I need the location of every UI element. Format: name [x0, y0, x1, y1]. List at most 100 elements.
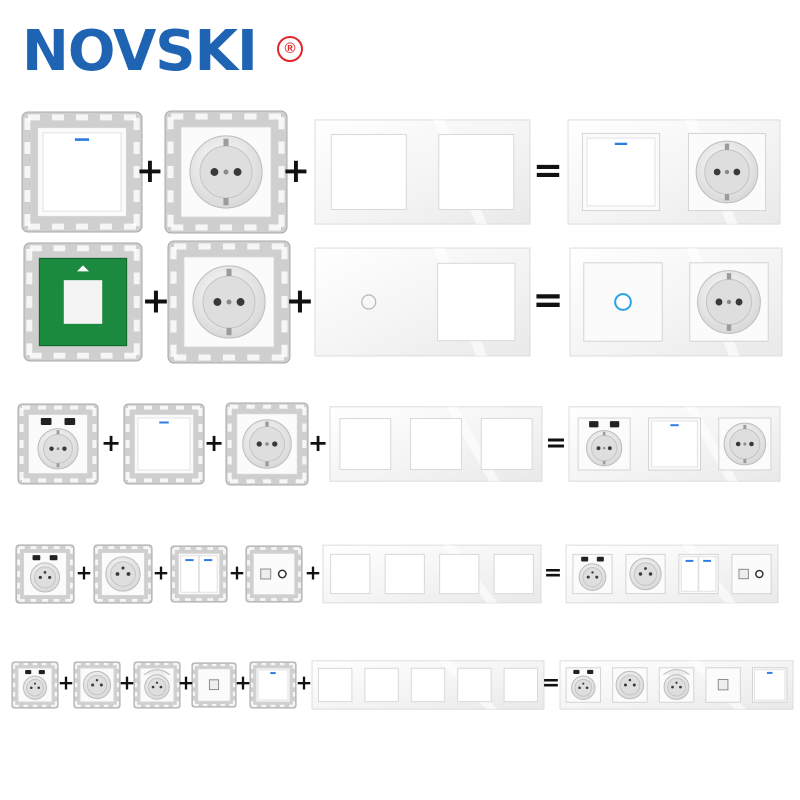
assembled-result [569, 247, 783, 357]
module-schuko-socket-dual-usb [17, 403, 99, 485]
frame-opening [493, 553, 534, 595]
socket-pin-hole [623, 683, 628, 687]
module-french-socket [73, 661, 121, 709]
rocker [42, 132, 122, 212]
frame-opening [410, 418, 462, 470]
frame-opening [457, 667, 492, 703]
socket-pin-hole [159, 685, 163, 689]
earth-pin [591, 571, 594, 574]
rocker [586, 137, 656, 207]
indicator-led-icon [685, 559, 694, 562]
frame-opening [339, 418, 392, 470]
result-module-schuko-socket [689, 262, 769, 342]
indicator-led-icon [703, 559, 712, 562]
combination-row: ++= [21, 110, 781, 234]
earth-clip [602, 431, 606, 436]
earth-clip [223, 138, 229, 146]
socket-pin-hole [733, 168, 741, 176]
registered-mark: ® [277, 36, 303, 62]
usb-port-icon [64, 417, 76, 426]
equals-sign: = [544, 561, 562, 586]
rocker [180, 555, 200, 593]
earth-pin [644, 567, 647, 570]
touch-ring-icon [361, 294, 377, 310]
result-module-french-socket-dual-usb [565, 667, 602, 703]
earth-pin [33, 682, 37, 685]
module-face [731, 553, 772, 595]
earth-pin [628, 678, 632, 682]
glass-frame-2-gang [314, 247, 531, 357]
indicator-led-icon [74, 138, 90, 141]
frame-opening [437, 262, 516, 342]
plus-sign: + [101, 429, 121, 457]
earth-pin [155, 681, 159, 684]
socket-pin-hole [49, 446, 54, 451]
usb-port-icon [587, 669, 594, 674]
brand-name: NOVSKI [22, 19, 258, 84]
rj45-port-icon [738, 568, 749, 580]
plus-sign: + [76, 561, 93, 585]
module-french-socket-dual-usb [11, 661, 59, 709]
frame-opening [410, 667, 446, 703]
earth-clip [743, 458, 747, 464]
earth-clip [724, 143, 730, 150]
result-module-schuko-socket [687, 132, 767, 212]
assembled-result [559, 660, 794, 710]
result-module-switch-two-gang [678, 553, 719, 595]
result-module-data-socket [705, 667, 741, 703]
socket-pin-hole [151, 685, 155, 689]
equals-sign: = [533, 150, 563, 191]
result-module-french-socket [612, 667, 648, 703]
indicator-led-icon [614, 142, 628, 146]
socket-pin-hole [679, 685, 682, 689]
rocker [651, 420, 698, 468]
socket-pin-hole [749, 441, 754, 447]
socket-pin-hole [638, 572, 643, 576]
earth-clip [265, 461, 269, 467]
socket-pin-hole [62, 446, 67, 451]
socket-pin-hole [213, 298, 222, 306]
socket-pin-hole [713, 168, 721, 176]
module-face [252, 552, 296, 596]
socket-pin-hole [126, 572, 131, 576]
earth-clip [743, 424, 747, 430]
assembled-result [565, 544, 779, 604]
socket-pin-hole [233, 168, 242, 176]
earth-clip [724, 194, 730, 201]
rocker [257, 669, 289, 701]
plus-sign: + [204, 429, 224, 457]
result-module-switch-one-gang [647, 417, 702, 471]
plus-sign: + [136, 151, 164, 190]
glass-frame-3-gang [329, 406, 543, 482]
result-module-schuko-socket [718, 417, 772, 471]
frame-opening [384, 553, 425, 595]
socket-pin-hole [236, 298, 245, 306]
result-module-switch-one-gang [581, 132, 661, 212]
assembled-result [567, 119, 781, 225]
indicator-led-icon [159, 421, 169, 424]
earth-clip [226, 328, 232, 336]
socket-pin-hole [735, 298, 743, 306]
usb-port-icon [589, 421, 599, 428]
module-french-socket-hinged-cover [133, 661, 181, 709]
result-module-french-socket [625, 553, 666, 595]
hinged-cover [663, 668, 690, 676]
frame-opening [480, 418, 533, 470]
plus-sign: + [235, 671, 252, 695]
usb-port-icon [38, 670, 45, 675]
earth-pin [121, 566, 125, 570]
indicator-led-icon [270, 672, 276, 675]
socket-pin-hole [735, 441, 741, 447]
plus-sign: + [153, 561, 170, 585]
rocker [680, 556, 699, 592]
module-switch-two-gang [170, 545, 228, 603]
tv-port-icon [277, 569, 287, 579]
usb-port-icon [32, 555, 41, 561]
glass-frame-2-gang [314, 119, 531, 225]
frame-opening [439, 553, 480, 595]
socket-pin-hole [585, 686, 589, 690]
hinged-cover [143, 669, 171, 676]
socket-pin-hole [648, 572, 653, 576]
socket-pin-hole [30, 686, 33, 689]
result-module-data-tv-socket [731, 553, 772, 595]
